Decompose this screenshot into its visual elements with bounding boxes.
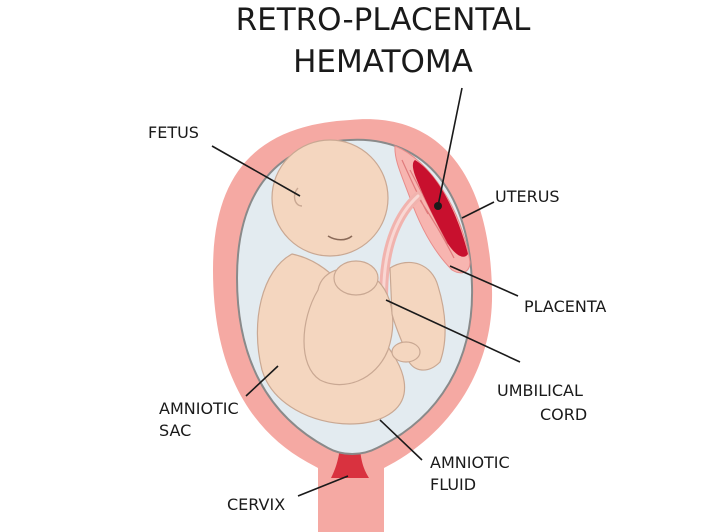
amniotic-fluid-leader [379,419,423,461]
label-amniotic-fluid-line-1: AMNIOTIC [430,453,510,472]
fetus [256,139,446,425]
amniotic-sac-leader [245,365,279,397]
fetus-head [271,139,389,257]
label-fetus: FETUS [148,123,199,142]
fetus-ear [293,187,303,207]
title-line-2: HEMATOMA [293,44,473,80]
uterus-leader [461,201,495,219]
label-umbilical-line-1: UMBILICAL [497,381,583,400]
placenta-leader [449,265,519,297]
label-uterus: UTERUS [495,187,560,206]
label-amniotic-fluid-line-2: FLUID [430,475,476,494]
cervix-leader [297,475,349,497]
fetus-eye [327,235,353,241]
label-cervix: CERVIX [227,495,285,514]
cervix [331,448,369,478]
hematoma-leader [437,87,463,207]
label-umbilical-line-2: CORD [540,405,587,424]
umbilical-cord-leader [385,299,521,363]
fetus-leader [211,145,301,197]
hematoma-leader-dot [434,202,442,210]
fetus-hand-left [333,260,379,296]
label-amniotic-sac-line-2: SAC [159,421,191,440]
fetus-foot [391,341,421,363]
label-placenta: PLACENTA [524,297,606,316]
title-line-1: RETRO-PLACENTAL [236,2,532,38]
label-amniotic-sac-line-1: AMNIOTIC [159,399,239,418]
